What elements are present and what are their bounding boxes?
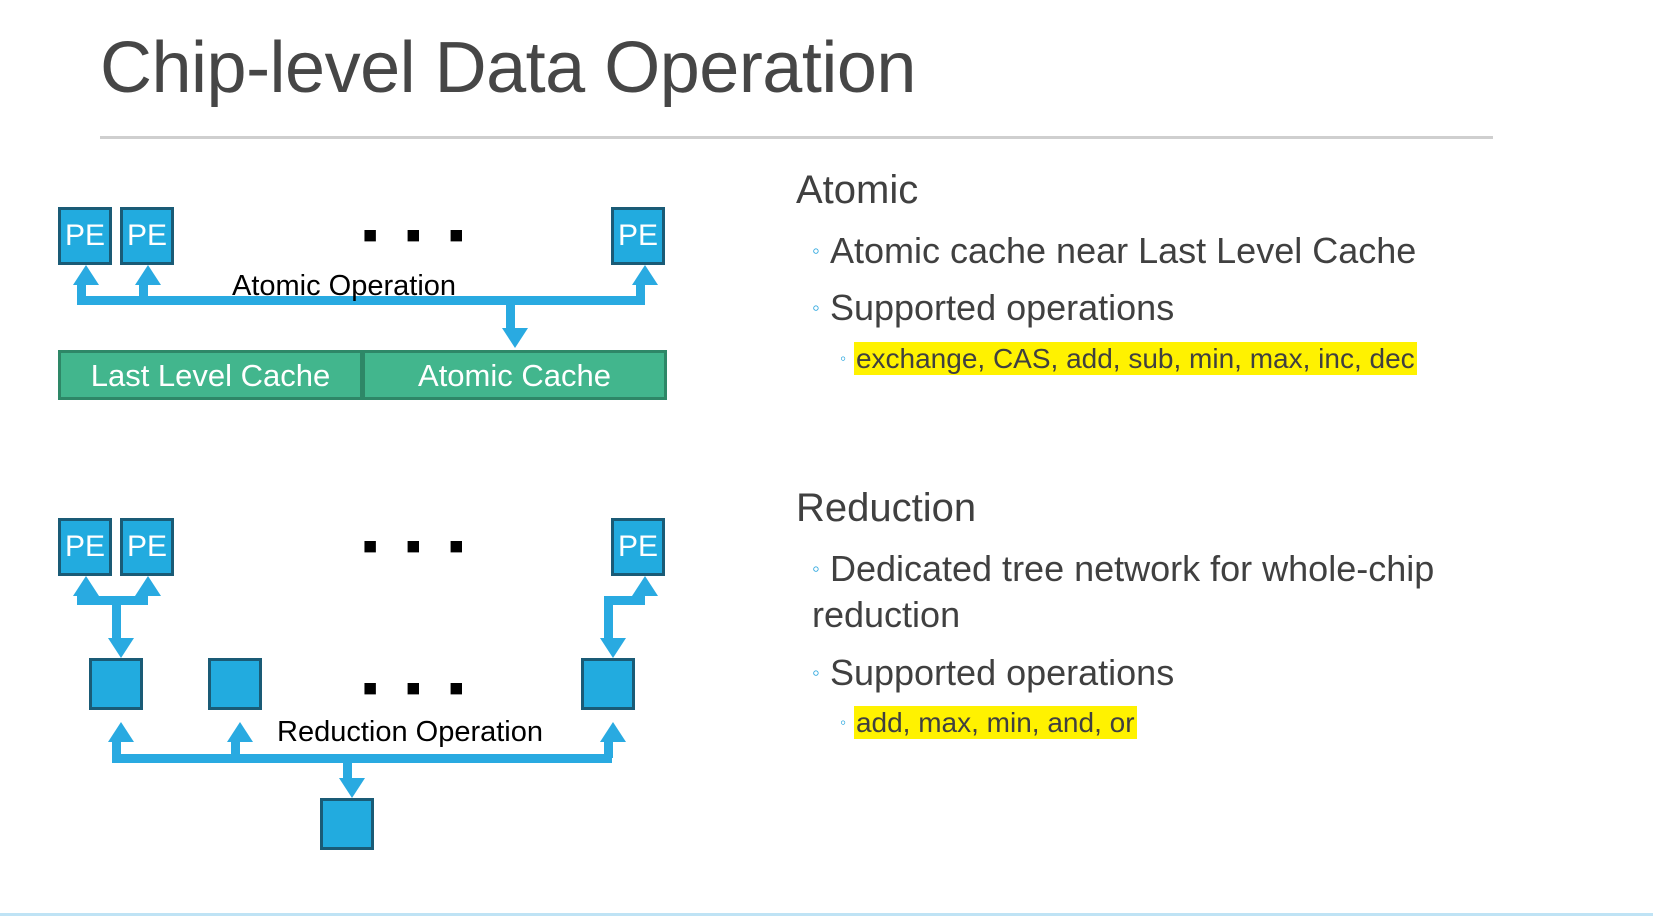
reduction-drop-to-root xyxy=(343,754,352,778)
reduction-pe-label-1: PE xyxy=(64,530,106,563)
reduction-pe-node-1: PE xyxy=(58,518,112,576)
atomic-pe-node-3: PE xyxy=(611,207,665,265)
reduction-switch-node-2 xyxy=(208,658,262,710)
reduction-riser-switch-2 xyxy=(231,740,240,758)
reduction-riser-pe1 xyxy=(77,594,86,602)
reduction-riser-switch-1 xyxy=(112,740,121,758)
atomic-arrow-down-cache xyxy=(502,328,528,348)
footer-divider xyxy=(0,913,1653,916)
reduction-arrow-up-switch-2 xyxy=(227,722,253,742)
bullet-atomic-1-text: Atomic cache near Last Level Cache xyxy=(829,230,1417,271)
bullet-marker-icon: ◦ xyxy=(812,556,820,582)
last-level-cache-label: Last Level Cache xyxy=(90,357,331,393)
reduction-riser-pe2 xyxy=(139,594,148,602)
reduction-switch-node-1 xyxy=(89,658,143,710)
reduction-join-bus-right xyxy=(604,596,645,605)
bullet-reduction-1: ◦Dedicated tree network for whole-chip r… xyxy=(812,546,1532,638)
atomic-arrow-up-3 xyxy=(632,265,658,285)
bullet-reduction-3: ◦ add, max, min, and, or xyxy=(840,705,1580,740)
reduction-arrow-up-switch-1 xyxy=(108,722,134,742)
reduction-arrow-up-switch-3 xyxy=(600,722,626,742)
reduction-switch-ellipsis: ▪ ▪ ▪ xyxy=(362,661,472,713)
reduction-arrow-down-root xyxy=(339,778,365,798)
title-divider xyxy=(100,136,1493,139)
bullet-reduction-1-text: Dedicated tree network for whole-chip re… xyxy=(812,548,1435,636)
reduction-switch-node-3 xyxy=(581,658,635,710)
atomic-arrow-up-2 xyxy=(135,265,161,285)
atomic-riser-1 xyxy=(77,283,86,301)
reduction-arrow-down-switch-3 xyxy=(600,638,626,658)
reduction-riser-switch-3 xyxy=(604,740,613,758)
atomic-pe-ellipsis: ▪ ▪ ▪ xyxy=(362,208,472,260)
page-title: Chip-level Data Operation xyxy=(100,28,916,108)
atomic-operation-label: Atomic Operation xyxy=(232,270,457,302)
reduction-arrow-up-pe2 xyxy=(135,576,161,596)
atomic-pe-label-1: PE xyxy=(64,219,106,252)
reduction-operation-label: Reduction Operation xyxy=(277,716,543,748)
bullet-atomic-2-text: Supported operations xyxy=(829,287,1175,328)
bullet-marker-icon: ◦ xyxy=(840,712,847,733)
reduction-pe-label-3: PE xyxy=(617,530,659,563)
atomic-pe-label-3: PE xyxy=(617,219,659,252)
reduction-arrow-up-pe1 xyxy=(73,576,99,596)
atomic-bus-line xyxy=(77,296,645,305)
atomic-pe-node-1: PE xyxy=(58,207,112,265)
bullet-atomic-3-text: exchange, CAS, add, sub, min, max, inc, … xyxy=(853,342,1417,375)
last-level-cache-box: Last Level Cache xyxy=(58,350,363,400)
reduction-pe-node-3: PE xyxy=(611,518,665,576)
section-heading-reduction: Reduction xyxy=(796,486,977,530)
bullet-marker-icon: ◦ xyxy=(812,238,820,264)
atomic-cache-drop xyxy=(506,296,515,328)
section-heading-atomic: Atomic xyxy=(796,168,919,212)
reduction-root-node xyxy=(320,798,374,850)
atomic-pe-node-2: PE xyxy=(120,207,174,265)
bullet-marker-icon: ◦ xyxy=(840,348,847,369)
bullet-atomic-3: ◦ exchange, CAS, add, sub, min, max, inc,… xyxy=(840,341,1580,376)
atomic-cache-label: Atomic Cache xyxy=(418,357,611,393)
reduction-arrow-up-pe3 xyxy=(632,576,658,596)
reduction-pe-ellipsis: ▪ ▪ ▪ xyxy=(362,519,472,571)
atomic-cache-box: Atomic Cache xyxy=(362,350,667,400)
reduction-arrow-down-switch-1 xyxy=(108,638,134,658)
bullet-reduction-2-text: Supported operations xyxy=(829,652,1175,693)
reduction-pe-label-2: PE xyxy=(126,530,168,563)
atomic-riser-3 xyxy=(636,283,645,301)
reduction-drop-to-switch-3 xyxy=(604,596,613,638)
bullet-atomic-2: ◦ Supported operations xyxy=(812,285,1572,331)
bullet-marker-icon: ◦ xyxy=(812,295,820,321)
reduction-bus-line xyxy=(112,754,612,763)
bullet-reduction-2: ◦ Supported operations xyxy=(812,650,1572,696)
reduction-pe-node-2: PE xyxy=(120,518,174,576)
reduction-drop-to-switch-1 xyxy=(112,596,121,638)
bullet-reduction-3-text: add, max, min, and, or xyxy=(853,706,1137,739)
bullet-marker-icon: ◦ xyxy=(812,660,820,686)
atomic-riser-2 xyxy=(139,283,148,301)
bullet-atomic-1: ◦ Atomic cache near Last Level Cache xyxy=(812,228,1572,274)
atomic-pe-label-2: PE xyxy=(126,219,168,252)
atomic-arrow-up-1 xyxy=(73,265,99,285)
